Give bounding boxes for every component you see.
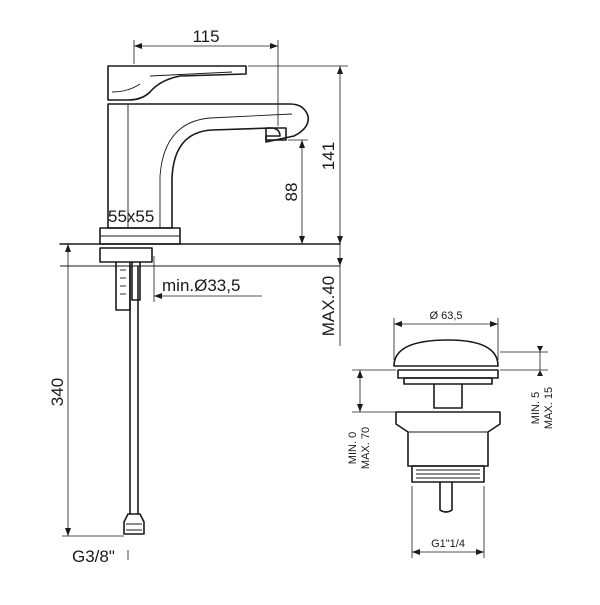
faucet-body-edge	[127, 104, 293, 228]
faucet-hose-fitting	[123, 513, 145, 535]
faucet-threaded-rod	[115, 261, 141, 311]
faucet-lever	[107, 65, 247, 101]
faucet-body	[107, 103, 310, 229]
waste-body	[395, 411, 501, 467]
waste-stem	[433, 383, 463, 409]
dim-thread-label: G3/8"	[72, 547, 115, 566]
dim-deck-label: MAX.40	[319, 276, 338, 336]
dim-cap-label: Ø 63,5	[429, 310, 462, 322]
dim-hose-label: 340	[48, 378, 67, 406]
faucet-aerator	[265, 127, 287, 141]
waste-rod	[439, 481, 453, 513]
dim-base-label: 55x55	[108, 207, 154, 226]
waste-flange	[397, 369, 499, 379]
dim-spout-label: 88	[282, 183, 301, 202]
dim-hole-label: min.Ø33,5	[162, 276, 240, 295]
dim-width-label: 115	[192, 27, 219, 46]
waste-flange-lower	[403, 377, 493, 385]
dim-body-min-label: MIN. 0	[347, 432, 359, 464]
faucet-lever-detail	[111, 71, 233, 93]
faucet-mounting-nut	[99, 247, 153, 263]
dim-waste-thread-label: G1"1/4	[431, 538, 465, 550]
faucet-hose	[129, 265, 139, 515]
dim-lift-max-label: MAX. 15	[543, 387, 555, 429]
dim-body-max-label: MAX. 70	[360, 427, 372, 469]
waste-cap	[393, 339, 499, 367]
dim-height-label: 141	[319, 142, 338, 170]
faucet-drawing: 115 141 88 55x55 min.Ø33,5 MAX.40 340 G3	[48, 27, 348, 566]
waste-drawing: Ø 63,5 MIN. 5 MAX. 15 MIN. 0 MAX. 70 G1"…	[347, 310, 555, 558]
waste-thread	[411, 465, 485, 483]
dim-lift-min-label: MIN. 5	[530, 392, 542, 424]
